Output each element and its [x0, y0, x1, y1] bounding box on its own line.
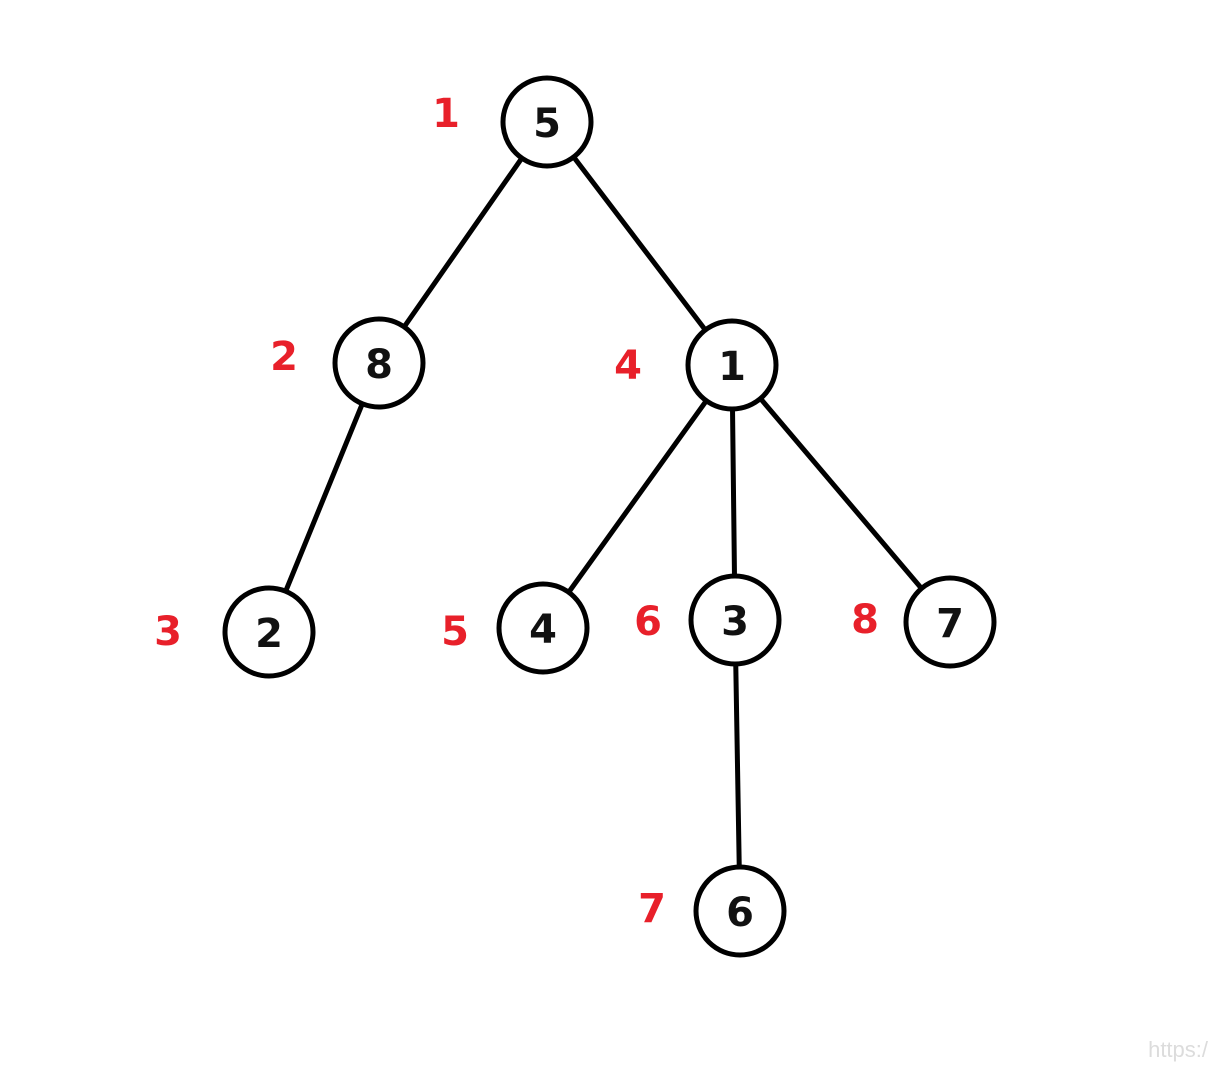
node-circle [496, 581, 590, 675]
node-circle [688, 573, 782, 667]
node-circle [685, 318, 779, 412]
tree-node-2: 23 [154, 585, 316, 679]
edge-n5-n8 [376, 119, 550, 366]
tree-node-4: 45 [441, 581, 590, 675]
node-value-label: 1 [718, 344, 746, 390]
watermark-text: https:/ [1148, 1037, 1208, 1062]
edge-n5-n1 [544, 119, 735, 368]
visit-order-label: 6 [634, 599, 662, 645]
edge-n8-n2 [266, 360, 382, 635]
node-value-label: 4 [529, 607, 557, 653]
visit-order-label: 2 [270, 334, 298, 380]
node-value-label: 5 [533, 101, 561, 147]
node-circle [222, 585, 316, 679]
tree-node-1: 14 [614, 318, 779, 412]
edges-layer [266, 119, 953, 914]
tree-node-8: 82 [270, 316, 426, 410]
tree-node-6: 67 [638, 864, 787, 958]
visit-order-label: 7 [638, 886, 666, 932]
tree-node-7: 78 [851, 575, 997, 669]
tree-node-3: 36 [634, 573, 782, 667]
visit-order-label: 5 [441, 609, 469, 655]
node-value-label: 7 [936, 601, 964, 647]
visit-order-label: 8 [851, 597, 879, 643]
node-circle [332, 316, 426, 410]
node-value-label: 3 [721, 599, 749, 645]
visit-order-label: 3 [154, 609, 182, 655]
edge-n3-n6 [732, 617, 743, 914]
node-circle [500, 75, 594, 169]
node-value-label: 2 [255, 611, 283, 657]
tree-node-5: 51 [432, 75, 594, 169]
node-circle [693, 864, 787, 958]
edge-n1-n7 [729, 362, 953, 625]
visit-order-label: 4 [614, 343, 642, 389]
edge-n1-n4 [540, 362, 735, 631]
node-value-label: 6 [726, 890, 754, 936]
visit-order-label: 1 [432, 91, 460, 137]
node-circle [903, 575, 997, 669]
node-value-label: 8 [365, 342, 393, 388]
